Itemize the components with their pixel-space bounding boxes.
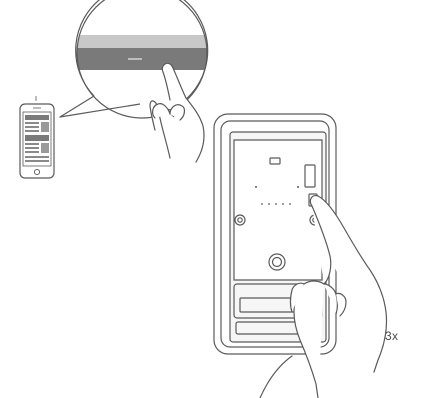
pointing-hand-icon [149,62,205,163]
wall-reader-device-icon [213,113,337,355]
smartphone-icon [19,96,55,179]
pressing-hand-icon [289,195,388,398]
wrist-outline [259,355,293,398]
speech-bubble-icon [59,0,209,119]
repeat-count-label: 3x [385,329,399,343]
